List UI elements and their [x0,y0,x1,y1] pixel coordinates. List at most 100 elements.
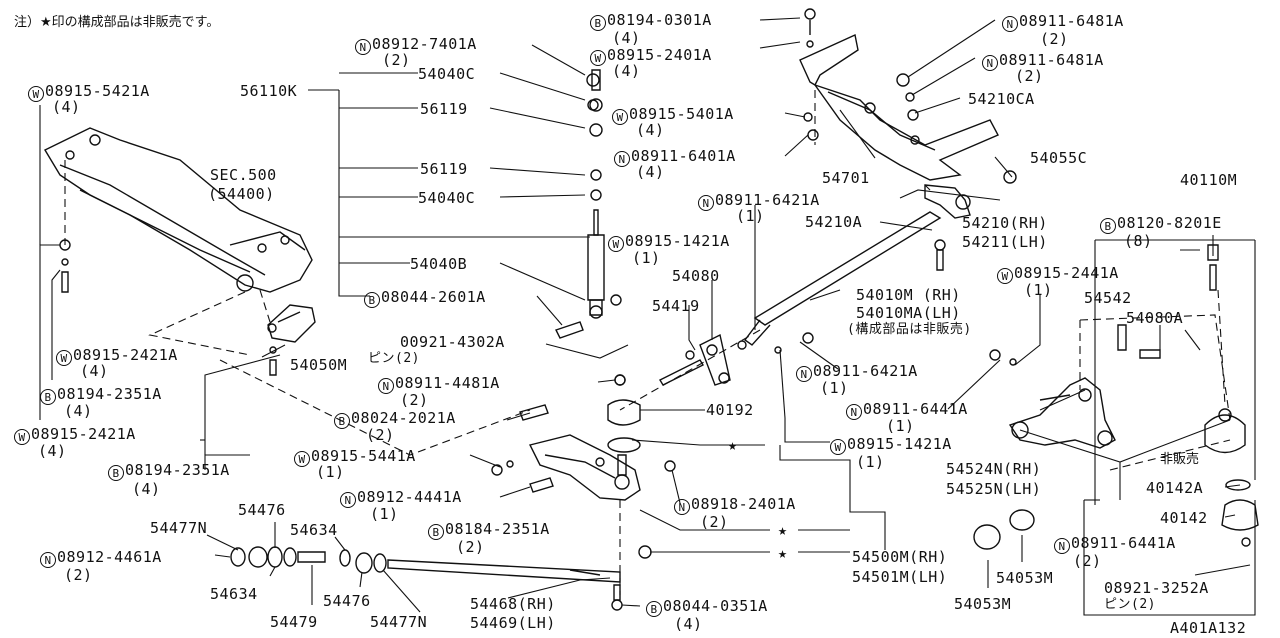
callout-p-54477n-1: 54477N [150,519,208,537]
callout-p-54080a: 54080A [1126,309,1184,327]
qty-w-08915-2421a-2: (4) [38,442,67,460]
qty-w-08915-5441a: (1) [316,463,345,481]
not-sold-label: 非販売 [1160,452,1200,467]
callout-p-54500m: 54500M(RH) [852,548,948,566]
header-note: 注）★印の構成部品は非販売です。 [14,15,220,30]
qty-b-08184-2351a: (2) [456,538,485,556]
star-marker-3: ★ [778,544,788,562]
callout-p-54053m-1: 54053M [996,569,1054,587]
tension-rod-drawing [744,211,946,346]
qty-w-08915-2401a: (4) [612,62,641,80]
callout-p-54050m: 54050M [290,356,348,374]
upper-arm-drawing [1008,377,1116,449]
callout-p-54468rh: 54468(RH) [470,595,556,613]
crossmember-drawing [44,127,313,293]
frame-member-54701-drawing [799,8,999,181]
qty-b-08194-2351a-1: (4) [64,402,93,420]
callout-p-pin2-2: ピン(2) [1104,597,1156,612]
qty-n-08911-6481a-1: (2) [1040,30,1069,48]
ball-joint-drawing [1204,244,1259,547]
callout-p-54010m: 54010M (RH) [856,286,961,304]
qty-n-08911-6441a-1: (1) [886,417,915,435]
callout-p-40142: 40142 [1160,509,1208,527]
star-marker-2: ★ [778,521,788,539]
leader-lines [39,17,1256,616]
qty-n-08911-6421a-1: (1) [736,207,765,225]
callout-p-54634-1: 54634 [290,521,338,539]
callout-p-40110m: 40110M [1180,171,1238,189]
star-marker-1: ★ [728,436,738,454]
callout-p-54040c-1: 54040C [418,65,476,83]
qty-w-08915-5421a: (4) [52,98,81,116]
bushing-54050m-drawing [267,304,316,343]
callout-p-54010-note: (構成部品は非販売) [847,322,972,337]
callout-p-54542: 54542 [1084,289,1132,307]
qty-b-08044-0351a: (4) [674,615,703,633]
dashed-lines [64,90,1231,595]
bracket-54080a-drawing [1117,324,1161,359]
bump-stops-drawing [973,509,1035,550]
lateral-rod-drawing [230,546,623,611]
figure-code: A401A132 [1170,619,1247,637]
callout-p-54501m: 54501M(LH) [852,568,948,586]
callout-p-40142a: 40142A [1146,479,1204,497]
callout-p-54469lh: 54469(LH) [470,614,556,632]
fasteners-drawing [491,73,1017,493]
callout-p-54524n: 54524N(RH) [946,460,1042,478]
qty-w-08915-2421a-1: (4) [80,362,109,380]
qty-w-08915-5401a: (4) [636,121,665,139]
callout-p-54010ma: 54010MA(LH) [856,304,961,322]
callout-p-54476-1: 54476 [238,501,286,519]
qty-n-08912-4461a: (2) [64,566,93,584]
shock-absorber-drawing [555,69,622,339]
callout-p-54634-2: 54634 [210,585,258,603]
qty-n-08918-2401a: (2) [700,513,729,531]
stabilizer-link-drawing [659,333,731,386]
callout-p-40192: 40192 [706,401,754,419]
callout-p-54055c: 54055C [1030,149,1088,167]
callout-p-54400: (54400) [208,185,275,203]
callout-p-54053m-2: 54053M [954,595,1012,613]
callout-p-54479: 54479 [270,613,318,631]
qty-w-08915-1421a-2: (1) [856,453,885,471]
callout-p-56119-1: 56119 [420,100,468,118]
callout-p-54211lh: 54211(LH) [962,233,1048,251]
callout-p-54210ca: 54210CA [968,90,1035,108]
callout-p-54701: 54701 [822,169,870,187]
callout-p-54040b: 54040B [410,255,468,273]
callout-p-sec500: SEC.500 [210,166,277,184]
callout-p-56119-2: 56119 [420,160,468,178]
callout-p-54476-2: 54476 [323,592,371,610]
qty-n-08912-4441a: (1) [370,505,399,523]
callout-p-54210rh: 54210(RH) [962,214,1048,232]
qty-n-08911-6481a-2: (2) [1015,67,1044,85]
qty-b-08024-2021a: (2) [366,426,395,444]
